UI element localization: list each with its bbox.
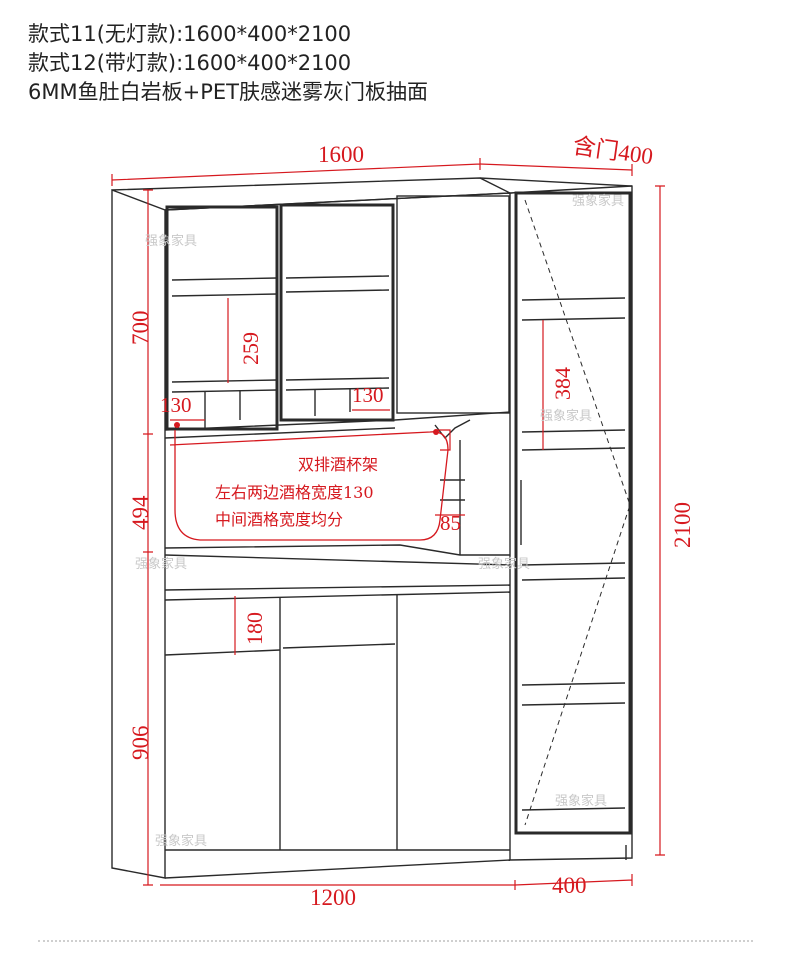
watermark: 强象家具 <box>145 233 197 249</box>
dim-top-height: 700 <box>128 311 153 346</box>
bottom-divider <box>38 940 753 942</box>
side-glass-door[interactable] <box>514 191 632 835</box>
dim-bottom-height: 906 <box>128 726 153 761</box>
upper-door-right[interactable] <box>396 195 510 414</box>
watermark: 强象家具 <box>555 793 607 809</box>
glass-door-middle[interactable] <box>279 203 395 422</box>
side-glass-cabinet <box>479 177 633 861</box>
note-wine-text-1: 左右两边酒格宽度130 <box>215 483 374 502</box>
watermark: 强象家具 <box>540 408 592 424</box>
spec-line-style11: 款式11(无灯款):1600*400*2100 <box>28 22 352 46</box>
dim-wine-right: 130 <box>352 383 384 407</box>
dim-total-height: 2100 <box>670 502 695 548</box>
dim-bottom-width: 1200 <box>310 885 356 910</box>
watermark: 强象家具 <box>135 556 187 572</box>
dim-side-door: 含门400 <box>571 133 654 169</box>
dim-middle-height: 494 <box>128 495 153 530</box>
dim-side-width: 400 <box>552 873 587 898</box>
main-cabinet <box>111 177 513 879</box>
watermark: 强象家具 <box>572 193 624 209</box>
note-wine-rack: 双排酒杯架 <box>298 455 378 474</box>
note-wine-text-2: 中间酒格宽度均分 <box>215 510 343 529</box>
dim-drawer-height: 180 <box>242 612 267 645</box>
watermark: 强象家具 <box>155 833 207 849</box>
glass-door-left[interactable] <box>165 205 279 431</box>
spec-line-material: 6MM鱼肚白岩板+PET肤感迷雾灰门板抽面 <box>28 80 428 104</box>
dim-shelf-gap-right: 384 <box>550 367 575 400</box>
spec-line-style12: 款式12(带灯款):1600*400*2100 <box>28 51 352 75</box>
watermark: 强象家具 <box>478 556 530 572</box>
dim-small-gap: 85 <box>440 511 461 535</box>
spec-header: 款式11(无灯款):1600*400*2100 款式12(带灯款):1600*4… <box>28 20 428 107</box>
dim-shelf-gap-left: 259 <box>238 332 263 365</box>
dim-total-width: 1600 <box>318 142 364 167</box>
dim-wine-left: 130 <box>160 393 192 417</box>
